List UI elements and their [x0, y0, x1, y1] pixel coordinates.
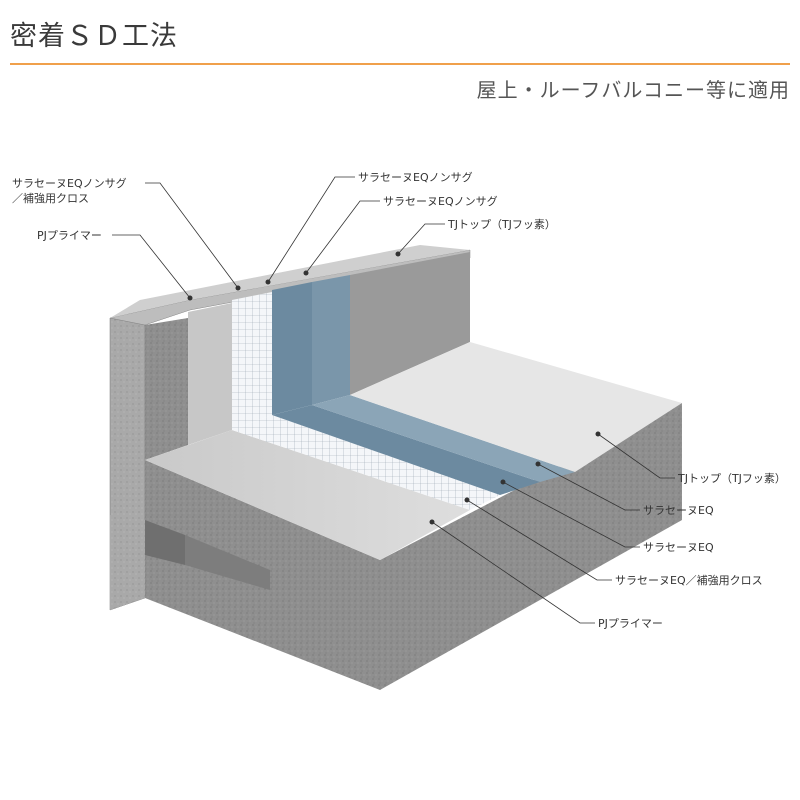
eq-layer-vertical-1 [272, 282, 312, 415]
label-left-top-2: ／補強用クロス [12, 192, 89, 205]
label-right-3: サラセーヌEQ [643, 541, 714, 554]
concrete-slab-front [110, 515, 145, 610]
mesh-vertical [232, 292, 272, 430]
eq-layer-floor-1 [272, 405, 540, 495]
concrete-notch [145, 520, 185, 565]
callout-right-4 [464, 497, 612, 581]
label-top-3: TJトップ（TJフッ素） [447, 218, 556, 231]
eq-layer-vertical-2 [312, 275, 350, 405]
label-right-2: サラセーヌEQ [643, 504, 714, 517]
callout-right-1 [595, 431, 675, 479]
page-title: 密着ＳＤ工法 [10, 21, 178, 52]
primer-vertical [188, 303, 232, 445]
topcoat-vertical [350, 252, 470, 395]
concrete-slab-right [380, 403, 682, 690]
callout-top-3 [395, 223, 445, 257]
label-right-4: サラセーヌEQ／補強用クロス [615, 574, 763, 587]
callout-left-primer [112, 234, 193, 301]
concrete-notch-shadow [185, 535, 270, 590]
parapet-cap-top [110, 245, 470, 318]
callout-top-2 [303, 200, 380, 276]
callout-right-5 [429, 519, 595, 624]
mesh-floor [232, 415, 500, 510]
primer-floor [145, 430, 470, 560]
label-top-2: サラセーヌEQノンサグ [383, 194, 498, 208]
label-left-top: サラセーヌEQノンサグ [12, 176, 127, 190]
label-left-primer: PJプライマー [37, 229, 102, 242]
label-right-5: PJプライマー [598, 617, 663, 630]
eq-layer-floor-2 [312, 395, 575, 482]
callout-right-2 [535, 461, 640, 511]
page-subtitle: 屋上・ルーフバルコニー等に適用 [476, 78, 790, 102]
callout-top-1 [265, 176, 355, 285]
label-right-1: TJトップ（TJフッ素） [677, 472, 786, 485]
concrete-parapet-side [145, 318, 188, 460]
callout-right-3 [500, 479, 640, 548]
label-top-1: サラセーヌEQノンサグ [358, 170, 473, 184]
callout-left-top [145, 182, 241, 291]
topcoat-floor [350, 342, 682, 472]
title-rule [10, 63, 790, 65]
